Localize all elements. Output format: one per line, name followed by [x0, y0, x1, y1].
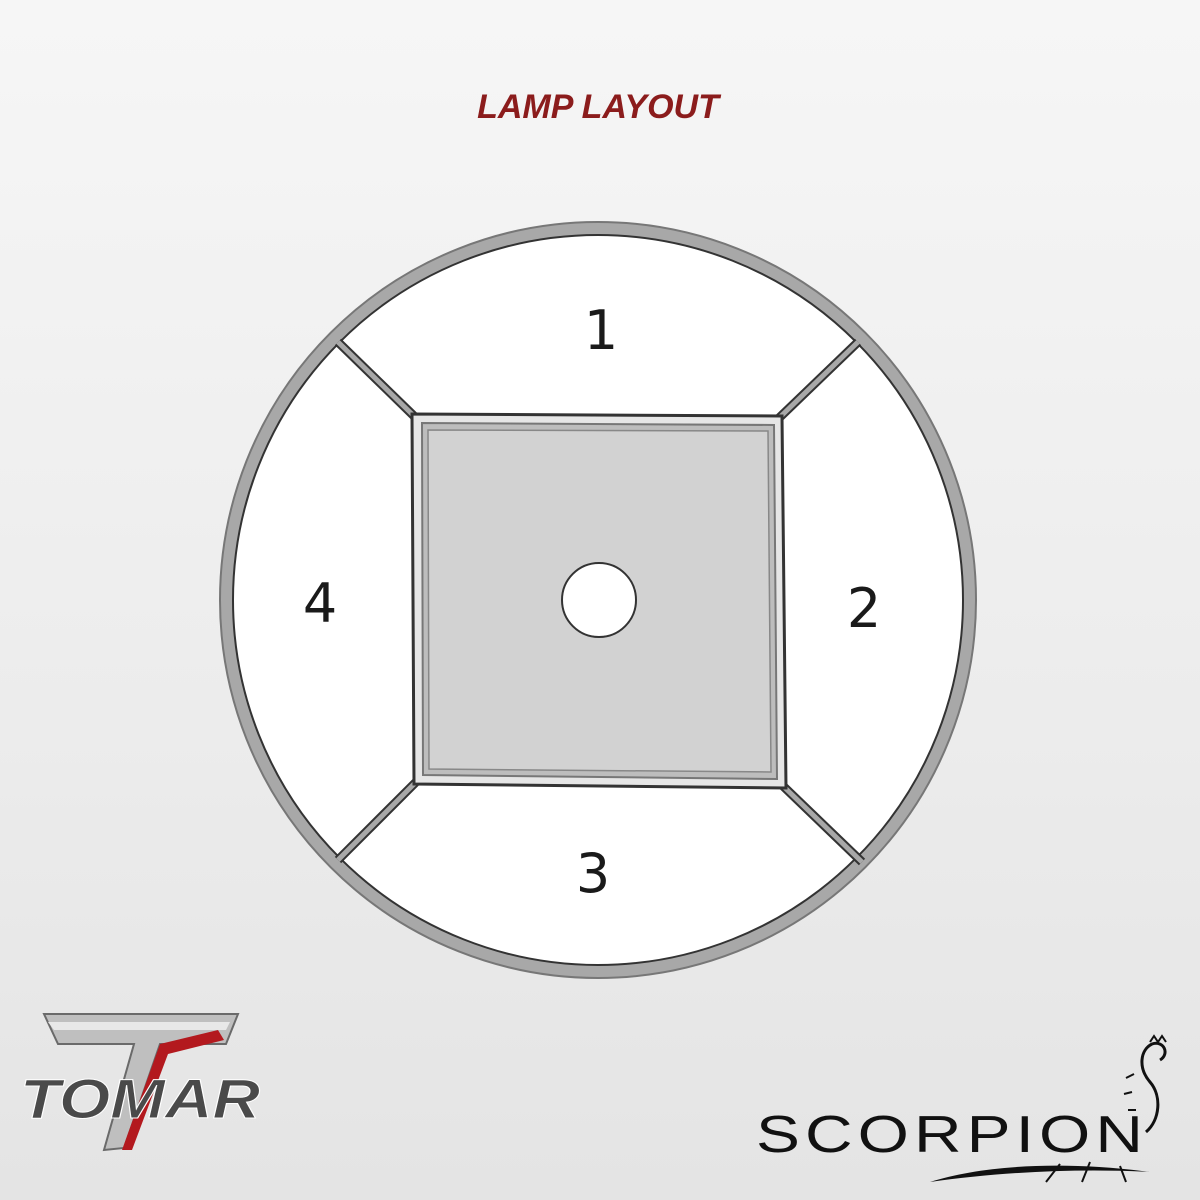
zone-label-4: 4	[303, 572, 337, 635]
page-title: LAMP LAYOUT	[477, 88, 722, 126]
tomar-red-swoosh	[122, 1030, 224, 1150]
separator-top-right	[775, 338, 862, 422]
zone-separators	[334, 338, 866, 866]
zone-label-1: 1	[584, 299, 618, 362]
separator-bottom-right	[778, 781, 866, 866]
zone-label-2: 2	[847, 577, 881, 640]
separator-bottom-left	[334, 778, 420, 864]
scorpion-underline-swoosh	[930, 1165, 1150, 1182]
separator-top-left	[334, 338, 420, 422]
scorpion-logo: SCORPION	[756, 1034, 1167, 1183]
tomar-wordmark: TOMAR	[20, 1067, 261, 1130]
center-lens	[410, 412, 788, 790]
center-mount-hole	[561, 562, 637, 638]
zone-label-3: 3	[576, 842, 610, 905]
scorpion-tail-icon	[1140, 1041, 1167, 1134]
tomar-logo: TOMAR	[20, 1013, 261, 1152]
scorpion-wordmark: SCORPION	[756, 1106, 1148, 1164]
